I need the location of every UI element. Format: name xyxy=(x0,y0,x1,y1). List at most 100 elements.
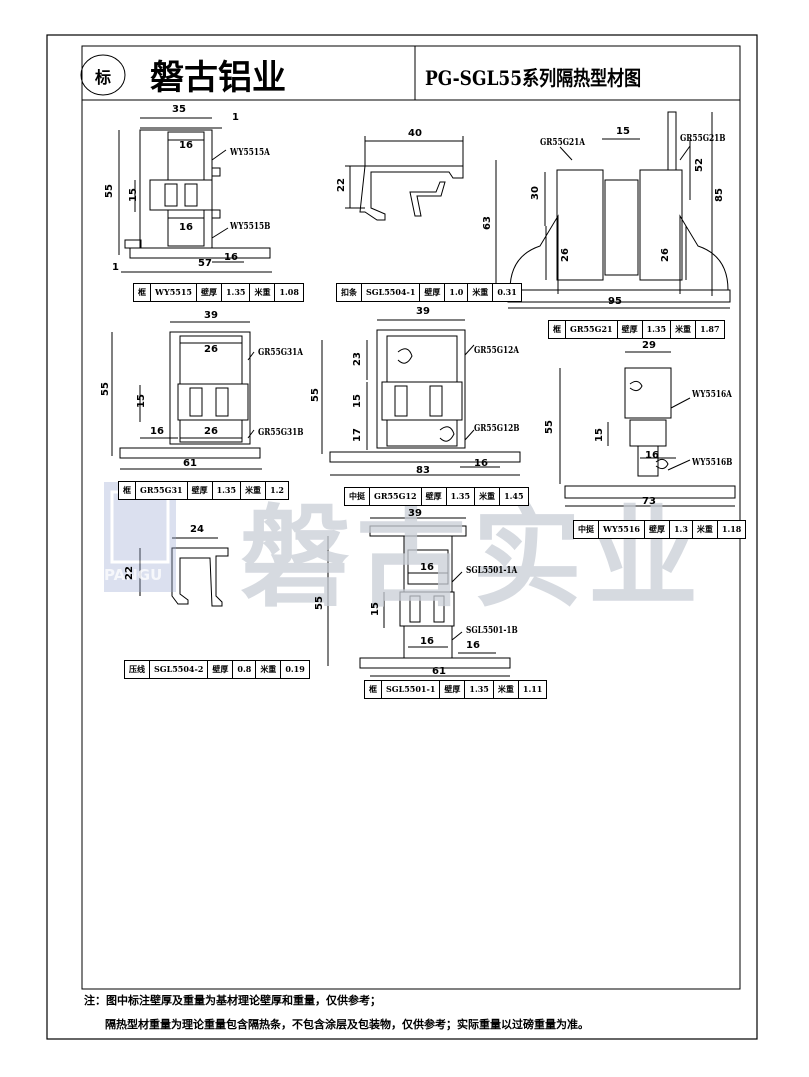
spec-wall-label: 壁厚 xyxy=(440,681,466,698)
spec-table-sgl5504-2: 压线 SGL5504-2 壁厚 0.8 米重 0.19 xyxy=(124,660,310,679)
spec-wall-label: 壁厚 xyxy=(208,661,234,678)
profile-label: GR55G21A xyxy=(540,138,586,148)
spec-weight-value: 0.19 xyxy=(285,664,305,674)
dim: 23 xyxy=(352,352,363,366)
watermark-logo-mark xyxy=(104,482,176,592)
spec-weight-label: 米重 xyxy=(494,681,519,698)
outer-border xyxy=(46,34,758,1040)
company-name: 磐古铝业 xyxy=(150,58,286,98)
spec-wall-value: 1.35 xyxy=(222,284,251,301)
dim: 61 xyxy=(183,458,197,469)
spec-wall-value: 1.35 xyxy=(447,488,476,505)
dim: 26 xyxy=(560,248,571,262)
profile-sgl5504-1 xyxy=(345,136,464,221)
dim: 57 xyxy=(198,258,212,269)
spec-code: WY5516 xyxy=(599,521,645,538)
dim: 22 xyxy=(336,178,347,192)
profile-sgl5504-2 xyxy=(139,537,229,607)
dim: 95 xyxy=(608,296,622,307)
profile-label: GR55G31B xyxy=(258,428,304,438)
dim: 15 xyxy=(594,428,605,442)
dim: 55 xyxy=(310,388,321,402)
profile-label: WY5516A xyxy=(692,390,732,400)
spec-wall-label: 壁厚 xyxy=(422,488,447,505)
profile-label: GR55G12A xyxy=(474,346,520,356)
spec-table-gr55g21: 框 GR55G21 壁厚 1.35 米重 1.87 xyxy=(548,320,725,339)
dim: 40 xyxy=(408,128,422,139)
dim: 16 xyxy=(150,426,164,437)
spec-code: GR55G21 xyxy=(566,321,618,338)
footnote-line-1: 注：图中标注壁厚及重量为基材理论壁厚和重量，仅供参考； xyxy=(84,994,381,1007)
profile-gr55g31 xyxy=(111,321,262,470)
spec-weight-value: 1.18 xyxy=(721,524,742,534)
spec-weight-label: 米重 xyxy=(671,321,697,338)
spec-type: 框 xyxy=(134,284,151,301)
spec-weight-label: 米重 xyxy=(250,284,276,301)
dim: 24 xyxy=(190,524,204,535)
spec-table-sgl5501-1: 框 SGL5501-1 壁厚 1.35 米重 1.11 xyxy=(364,680,548,699)
dim: 73 xyxy=(642,496,656,507)
spec-wall-value: 1.3 xyxy=(670,521,693,538)
dim: 16 xyxy=(474,458,488,469)
spec-type: 框 xyxy=(365,681,382,698)
dim: 1 xyxy=(232,112,239,123)
spec-weight-label: 米重 xyxy=(475,488,501,505)
spec-wall-label: 壁厚 xyxy=(618,321,643,338)
spec-wall-label: 壁厚 xyxy=(645,521,670,538)
dim: 16 xyxy=(645,450,659,461)
profile-label: GR55G21B xyxy=(680,134,726,144)
spec-code: GR55G31 xyxy=(136,482,188,499)
profile-label: SGL5501-1A xyxy=(466,566,518,576)
dim: 17 xyxy=(352,428,363,442)
dim: 15 xyxy=(136,394,147,408)
spec-weight-label: 米重 xyxy=(693,521,718,538)
dim: 83 xyxy=(416,465,430,476)
spec-code: GR55G12 xyxy=(370,488,422,505)
spec-weight-value: 1.08 xyxy=(279,287,299,297)
profile-label: GR55G31A xyxy=(258,348,304,358)
dim: 29 xyxy=(642,340,656,351)
dim: 15 xyxy=(128,188,139,202)
dim: 22 xyxy=(124,566,135,580)
profile-label: SGL5501-1B xyxy=(466,626,518,636)
spec-table-gr55g31: 框 GR55G31 壁厚 1.35 米重 1.2 xyxy=(118,481,289,500)
badge-ring xyxy=(80,54,126,96)
footnote-line-2: 隔热型材重量为理论重量包含隔热条，不包含涂层及包装物，仅供参考；实际重量以过磅重… xyxy=(105,1018,589,1031)
dim: 16 xyxy=(420,636,434,647)
spec-code: WY5515 xyxy=(151,284,197,301)
dim: 85 xyxy=(714,188,725,202)
header-badge: 标 xyxy=(95,68,112,87)
spec-table-sgl5504-1: 扣条 SGL5504-1 壁厚 1.0 米重 0.31 xyxy=(336,283,522,302)
dim: 30 xyxy=(530,186,541,200)
profile-wy5515 xyxy=(118,117,272,273)
dim: 55 xyxy=(544,420,555,434)
dim: 16 xyxy=(420,562,434,573)
dim: 52 xyxy=(694,158,705,172)
spec-wall-value: 0.8 xyxy=(233,661,257,678)
spec-weight-value: 1.11 xyxy=(522,684,543,694)
dim: 61 xyxy=(432,666,446,677)
spec-type: 中挺 xyxy=(574,521,599,538)
spec-type: 扣条 xyxy=(337,284,362,301)
dim: 15 xyxy=(370,602,381,616)
watermark-text: 磐古实业 xyxy=(240,494,704,622)
spec-wall-value: 1.35 xyxy=(213,482,242,499)
spec-wall-value: 1.35 xyxy=(465,681,494,698)
profile-wy5516 xyxy=(559,351,736,507)
dim: 26 xyxy=(204,344,218,355)
profile-label: GR55G12B xyxy=(474,424,520,434)
spec-weight-label: 米重 xyxy=(241,482,267,499)
spec-wall-label: 壁厚 xyxy=(188,482,213,499)
spec-code: SGL5504-1 xyxy=(362,284,421,301)
dim: 16 xyxy=(466,640,480,651)
dim: 15 xyxy=(352,394,363,408)
dim: 16 xyxy=(224,252,238,263)
profile-label: WY5515A xyxy=(230,148,270,158)
dim: 55 xyxy=(104,184,115,198)
dim: 1 xyxy=(112,262,119,273)
profile-label: WY5515B xyxy=(230,222,271,232)
spec-wall-label: 壁厚 xyxy=(420,284,446,301)
spec-wall-value: 1.35 xyxy=(643,321,672,338)
dim: 35 xyxy=(172,104,186,115)
